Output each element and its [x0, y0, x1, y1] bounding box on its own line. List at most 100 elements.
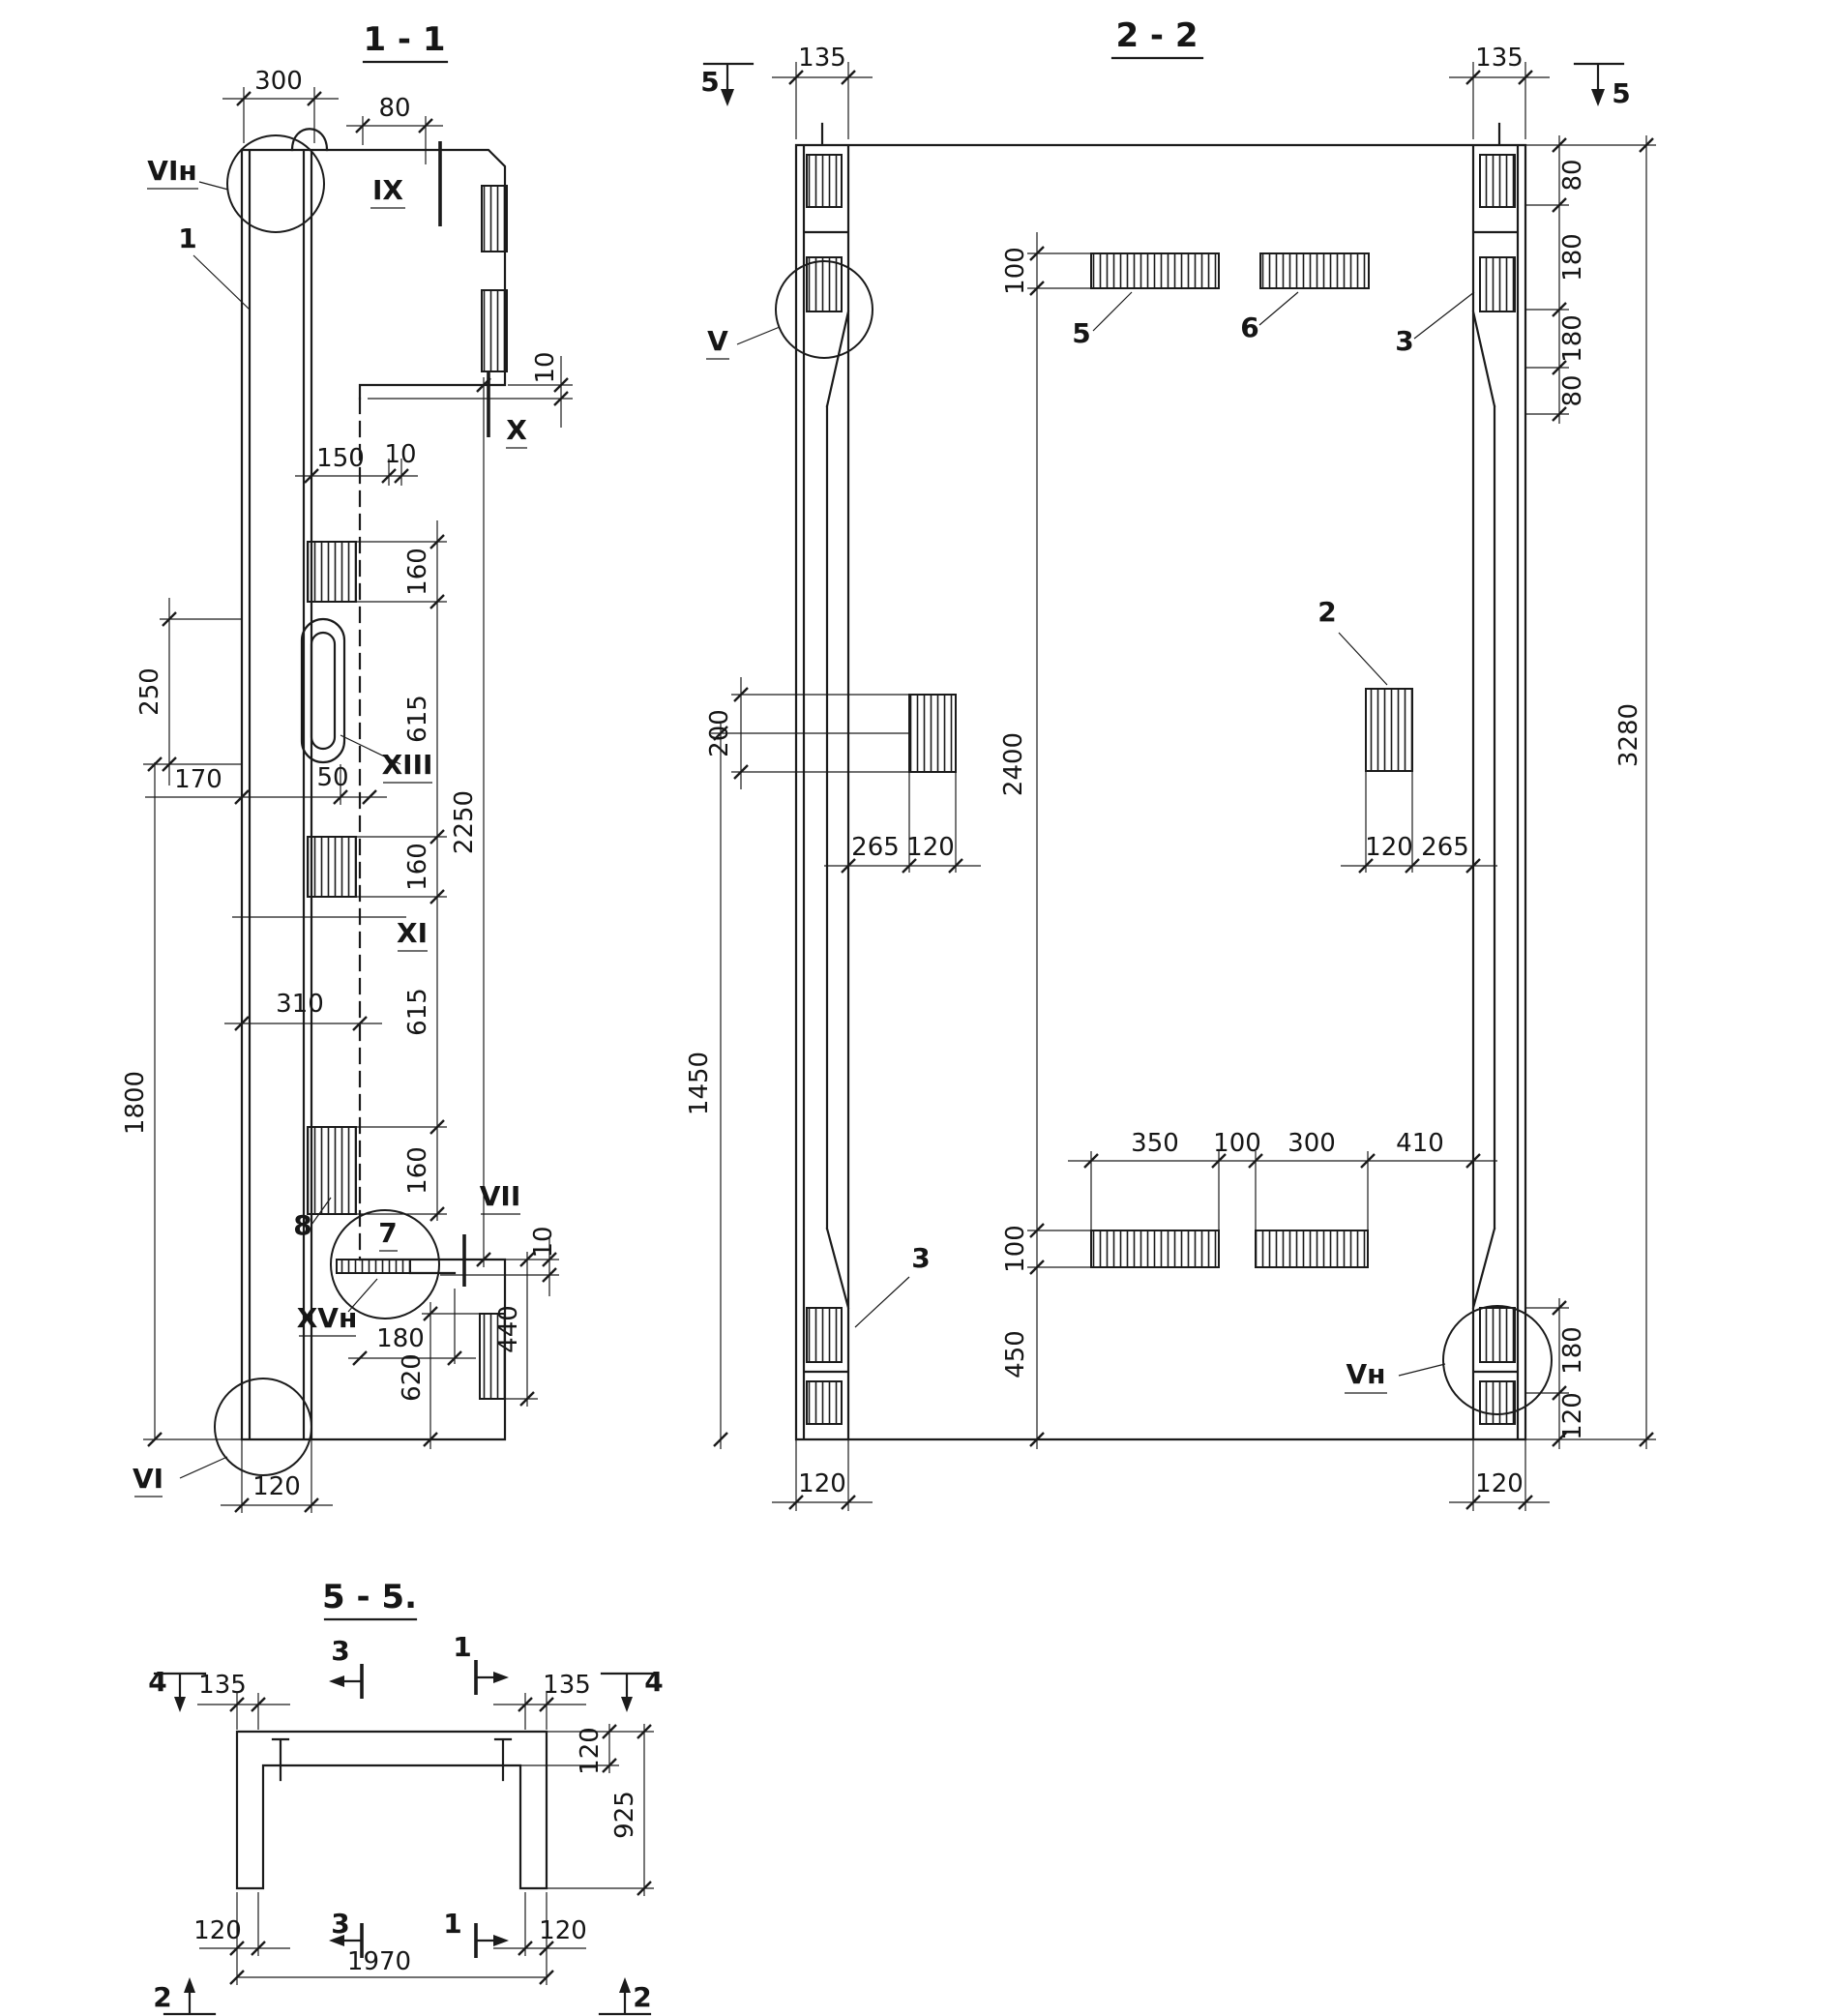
cut-label-1-bottom: 1 — [443, 1908, 461, 1940]
dim-135-right: 135 — [543, 1671, 591, 1700]
dim-350: 350 — [1131, 1129, 1179, 1158]
section-1-1-dimensions — [143, 87, 573, 1513]
dim-10-c: 10 — [529, 1226, 558, 1258]
callout-vn — [1442, 1305, 1553, 1415]
dim-925: 925 — [610, 1791, 639, 1839]
dim-615-b: 615 — [403, 988, 432, 1036]
cut-label-1-top: 1 — [453, 1631, 471, 1663]
callout-v — [775, 260, 873, 359]
dim-200: 200 — [705, 709, 734, 757]
label-item-3-top: 3 — [1395, 325, 1413, 357]
label-item-8: 8 — [293, 1209, 311, 1241]
dim-135-right: 135 — [1475, 44, 1524, 73]
label-v: V — [707, 325, 728, 357]
section-5-5-outline — [235, 1730, 548, 1890]
dim-120-b: 120 — [1365, 833, 1413, 862]
label-item-2: 2 — [1317, 596, 1336, 628]
dim-135-left: 135 — [198, 1671, 247, 1700]
label-vi-top: VIн — [147, 155, 196, 187]
label-xi: XI — [397, 917, 428, 949]
callout-7 — [330, 1209, 440, 1319]
lifting-loop — [290, 128, 329, 152]
section-2-2-title: 2 - 2 — [1115, 16, 1198, 55]
cut-arrows — [153, 1672, 654, 2016]
dim-160-c: 160 — [403, 1146, 432, 1195]
section-5-5-title: 5 - 5. — [322, 1578, 417, 1616]
dim-250: 250 — [135, 667, 164, 716]
dim-180: 180 — [376, 1324, 425, 1353]
label-xiii: XIII — [382, 749, 433, 781]
dim-180-b: 180 — [1558, 314, 1587, 363]
corner-bar-marks — [271, 1737, 513, 1782]
dim-180-c: 180 — [1558, 1326, 1587, 1375]
cut-label-3-top: 3 — [331, 1635, 349, 1667]
dim-80-a: 80 — [1558, 159, 1587, 191]
dim-440: 440 — [494, 1305, 523, 1353]
section-1-1-marks — [179, 134, 490, 1479]
section-5-5: 5 - 5. 4 135 3 1 135 — [148, 1578, 664, 2016]
dim-100-top: 100 — [1001, 247, 1030, 295]
cut-label-2-left: 2 — [153, 1981, 171, 2013]
section-2-2-marks — [702, 62, 1625, 1415]
section-1-1-texts: 300 80 VIн 1 IX 10 X 150 10 160 615 2250… — [121, 67, 560, 1501]
dim-3280: 3280 — [1614, 703, 1643, 767]
dim-180-a: 180 — [1558, 233, 1587, 282]
section-1-1-title: 1 - 1 — [363, 20, 445, 59]
section-5-5-texts: 4 135 3 1 135 4 120 925 120 3 1 120 1970… — [148, 1631, 663, 2013]
lifting-slot — [300, 617, 346, 764]
dim-120-web: 120 — [576, 1727, 605, 1775]
section-2-2: 2 - 2 — [685, 16, 1656, 1511]
cut-label-3-bottom: 3 — [331, 1908, 349, 1940]
section-2-2-plates — [806, 154, 1516, 1425]
cut-label-4-right: 4 — [644, 1666, 663, 1698]
label-vi-bottom: VI — [133, 1463, 163, 1495]
dim-1970: 1970 — [347, 1947, 411, 1976]
dim-100-mid: 100 — [1213, 1129, 1261, 1158]
dim-80: 80 — [378, 94, 410, 123]
dim-120-a: 120 — [906, 833, 955, 862]
dim-615-a: 615 — [403, 695, 432, 743]
dim-80-b: 80 — [1558, 374, 1587, 406]
section-5-5-marks — [153, 1660, 654, 2016]
section-2-2-dimensions — [711, 62, 1656, 1511]
cut-label-4-left: 4 — [148, 1666, 166, 1698]
callout-vi-top — [226, 134, 325, 233]
cut-5-arrows — [702, 62, 1625, 99]
label-item-7: 7 — [378, 1217, 397, 1249]
dim-170: 170 — [174, 765, 222, 794]
dim-120: 120 — [252, 1472, 301, 1501]
dim-100-bottom: 100 — [1001, 1225, 1030, 1273]
dim-2250: 2250 — [450, 790, 479, 854]
dim-10-b: 10 — [384, 440, 416, 469]
label-item-5: 5 — [1072, 317, 1090, 349]
dim-150: 150 — [316, 444, 365, 473]
cut-label-5-left: 5 — [700, 66, 719, 98]
section-1-1: 1 - 1 — [121, 20, 573, 1513]
dim-620: 620 — [398, 1353, 427, 1402]
label-item-1: 1 — [178, 222, 196, 254]
dim-10-a: 10 — [531, 351, 560, 383]
section-5-5-dimensions — [197, 1693, 654, 1985]
dim-120-bottom-right: 120 — [1475, 1469, 1524, 1498]
dim-120-bottom-left: 120 — [798, 1469, 846, 1498]
label-vn: Vн — [1346, 1358, 1385, 1390]
dim-160-b: 160 — [403, 843, 432, 891]
dim-1800: 1800 — [121, 1071, 150, 1135]
dim-120-c: 120 — [1558, 1392, 1587, 1440]
dim-135-left: 135 — [798, 44, 846, 73]
callout-vi-bottom — [214, 1378, 312, 1476]
dim-120-bottom-right: 120 — [539, 1916, 587, 1945]
cut-label-2-right: 2 — [633, 1981, 651, 2013]
dim-160-a: 160 — [403, 548, 432, 596]
dim-1450: 1450 — [685, 1052, 714, 1115]
label-item-6: 6 — [1240, 311, 1258, 343]
cut-label-5-right: 5 — [1612, 77, 1630, 109]
dim-2400: 2400 — [999, 732, 1028, 796]
dim-265-b: 265 — [1421, 833, 1469, 862]
section-2-2-texts: 5 5 135 135 80 180 180 80 3280 100 5 6 3… — [685, 44, 1643, 1498]
dim-265-a: 265 — [851, 833, 900, 862]
label-x: X — [506, 414, 527, 446]
dim-120-bottom-left: 120 — [193, 1916, 242, 1945]
dim-450: 450 — [1001, 1330, 1030, 1379]
